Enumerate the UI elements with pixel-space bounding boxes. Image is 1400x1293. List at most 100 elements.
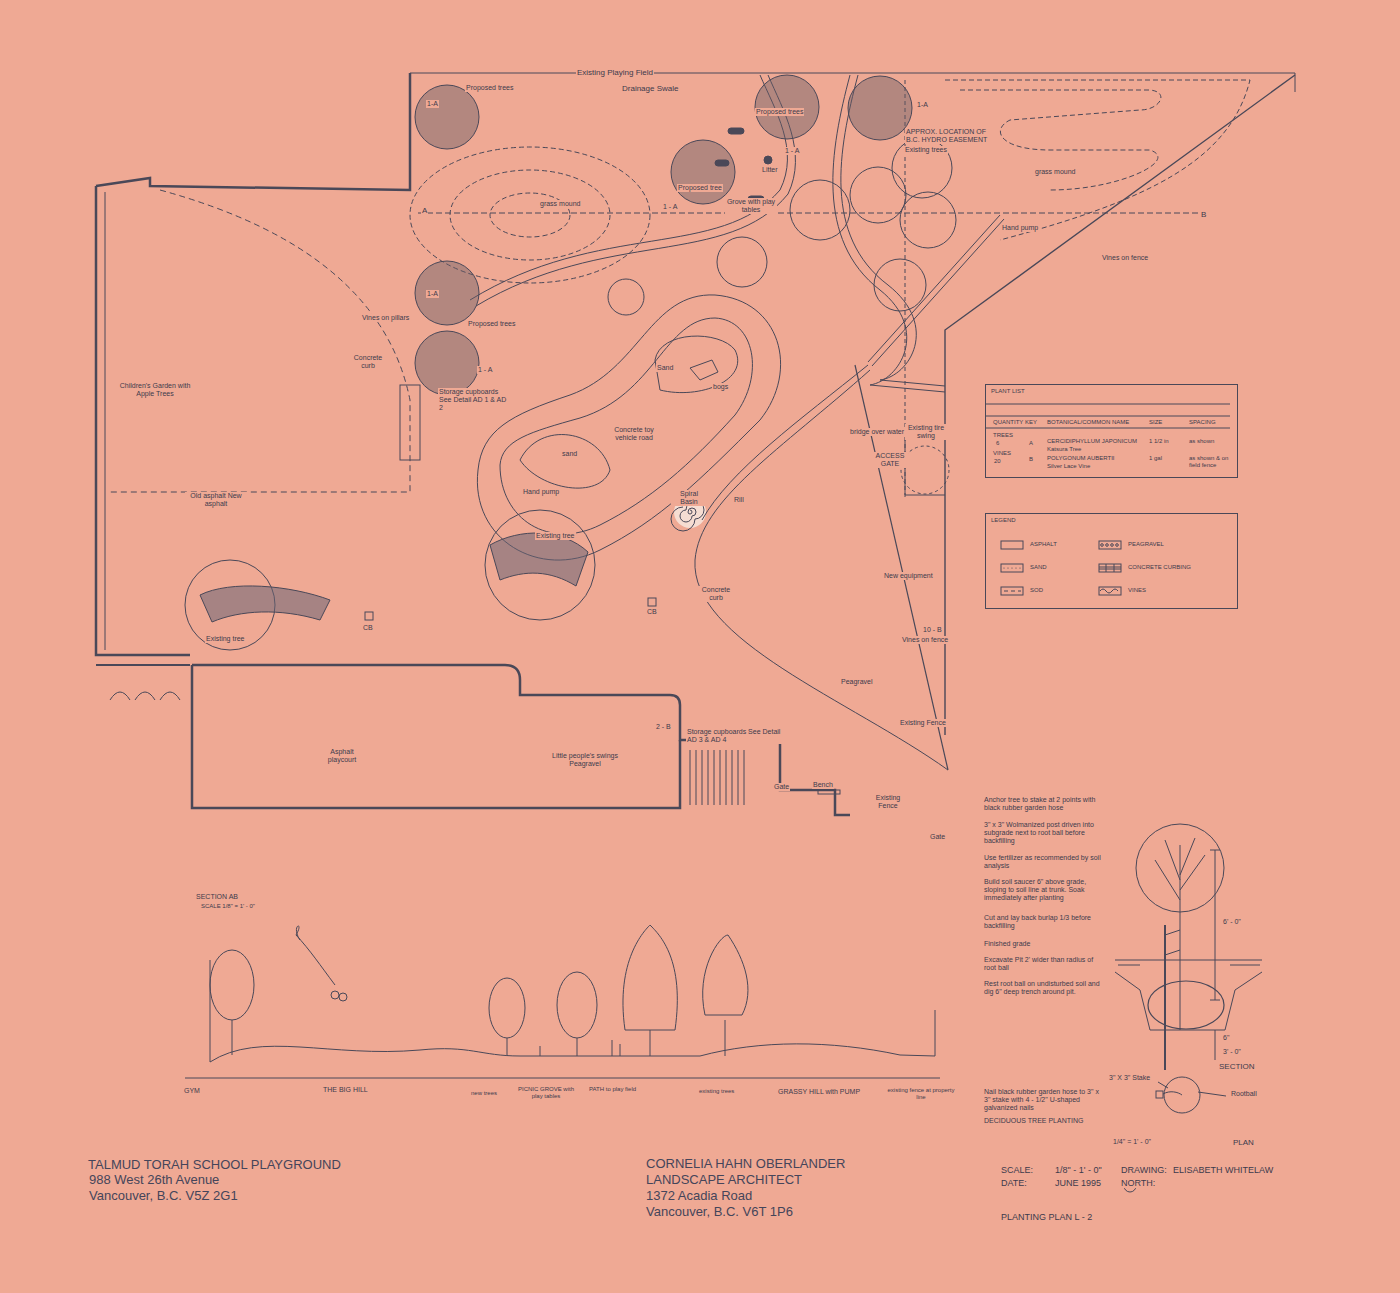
plan-label: 1 - A xyxy=(784,147,800,155)
plan-label: Concrete curb xyxy=(695,586,737,602)
table-cell: 1 1/2 in xyxy=(1148,438,1170,445)
planting-note: 3" x 3" Wolmanized post driven into subg… xyxy=(983,821,1103,845)
plan-label: Existing Playing Field xyxy=(576,68,654,77)
plan-label: Proposed tree xyxy=(677,184,723,192)
legend-text: CONCRETE CURBING xyxy=(1128,564,1191,570)
plan-label: Bench xyxy=(812,781,834,789)
title-block-text: DRAWING: xyxy=(1120,1165,1168,1175)
plan-label: 1-A xyxy=(426,290,439,298)
title-block-text: DATE: xyxy=(1000,1178,1028,1188)
legend-swatch xyxy=(1000,586,1024,596)
box-heading: PLANT LIST xyxy=(986,385,1237,397)
table-cell: BOTANICAL/COMMON NAME xyxy=(1046,419,1130,426)
title-block-text: CORNELIA HAHN OBERLANDER xyxy=(645,1157,846,1172)
plan-label: Sand xyxy=(656,364,674,372)
plan-label: Vines on fence xyxy=(901,636,949,644)
plan-label: bogs xyxy=(712,383,729,391)
plan-label: 1-A xyxy=(426,100,439,108)
title-block-text: Vancouver, B.C. V5Z 2G1 xyxy=(88,1189,239,1204)
plan-label: Rill xyxy=(733,496,745,504)
plan-label: Existing trees xyxy=(904,146,948,154)
plan-label: Peagravel xyxy=(840,678,874,686)
table-cell: SIZE xyxy=(1148,419,1163,426)
table-cell: A xyxy=(1028,440,1034,447)
planting-note: Build soil saucer 6" above grade, slopin… xyxy=(983,878,1103,902)
table-cell: B xyxy=(1028,456,1034,463)
table-cell: Katsura Tree xyxy=(1046,446,1082,453)
section-label: existing trees xyxy=(698,1088,735,1095)
plan-label: B xyxy=(1200,210,1207,219)
plan-label: grass mound xyxy=(1034,168,1076,176)
planting-note: 1/4" = 1' - 0" xyxy=(1112,1138,1152,1146)
plan-label: Storage cupboards See Detail AD 3 & AD 4 xyxy=(686,728,788,744)
plan-label: Concrete curb xyxy=(347,354,389,370)
section-label: THE BIG HILL xyxy=(322,1086,369,1094)
plan-label: Proposed trees xyxy=(465,84,514,92)
plan-label: CB xyxy=(362,624,374,632)
table-cell: 6 xyxy=(995,440,1000,447)
plan-label: Storage cupboards See Detail AD 1 & AD 2 xyxy=(438,388,512,412)
plan-label: Litter xyxy=(761,166,779,174)
title-block-text: 1/8" - 1' - 0" xyxy=(1054,1165,1103,1175)
plan-label: Vines on pillars xyxy=(361,314,410,322)
plan-label: 1 - A xyxy=(662,203,678,211)
section-label: existing fence at property line xyxy=(881,1087,961,1101)
plan-label: Existing tree xyxy=(205,635,246,643)
planting-note: DECIDUOUS TREE PLANTING xyxy=(983,1117,1084,1125)
table-cell: CERCIDIPHYLLUM JAPONICUM xyxy=(1046,438,1138,445)
plan-label: Drainage Swale xyxy=(621,84,679,93)
table-cell: 20 xyxy=(993,458,1002,465)
plan-label: 10 - B xyxy=(922,626,943,634)
section-label: GYM xyxy=(183,1087,201,1095)
plan-label: Asphalt playcourt xyxy=(317,748,367,764)
planting-note: 3" X 3" Stake xyxy=(1108,1074,1151,1082)
legend-text: PEAGRAVEL xyxy=(1128,541,1164,547)
plan-label: Children's Garden with Apple Trees xyxy=(114,382,196,398)
plan-label: New equipment xyxy=(883,572,934,580)
plan-label: Proposed trees xyxy=(755,108,804,116)
legend-swatch xyxy=(1098,563,1122,573)
section-label: PATH to play field xyxy=(588,1086,637,1093)
plan-label: CB xyxy=(646,608,658,616)
planting-note: Nail black rubber garden hose to 3" x 3"… xyxy=(983,1088,1107,1112)
plan-label: Gate xyxy=(929,833,946,841)
planting-note: Use fertilizer as recommended by soil an… xyxy=(983,854,1103,870)
section-label: PICNIC GROVE with play tables xyxy=(514,1086,578,1100)
plan-label: Existing Fence xyxy=(899,719,947,727)
table-cell: 1 gal xyxy=(1148,455,1163,462)
title-block-text: ELISABETH WHITELAW xyxy=(1172,1165,1274,1175)
plant-list-box: PLANT LIST xyxy=(985,384,1238,478)
plan-label: Existing tire swing xyxy=(905,424,947,440)
plan-label: 1 - A xyxy=(477,366,493,374)
title-block-text: 988 West 26th Avenue xyxy=(88,1173,220,1188)
planting-note: Finished grade xyxy=(983,940,1031,948)
box-heading: LEGEND xyxy=(986,514,1237,526)
planting-note: SECTION xyxy=(1218,1062,1256,1071)
legend-swatch xyxy=(1000,540,1024,550)
plan-label: Proposed trees xyxy=(467,320,516,328)
table-cell: KEY xyxy=(1024,419,1038,426)
section-label: new trees xyxy=(470,1090,498,1097)
title-block-text: SCALE: xyxy=(1000,1165,1034,1175)
legend-text: ASPHALT xyxy=(1030,541,1057,547)
plan-label: Gate xyxy=(773,783,790,791)
section-label: SCALE 1/8" = 1' - 0" xyxy=(200,903,256,910)
plan-label: Grove with play tables xyxy=(725,198,777,214)
title-block-text: 1372 Acadia Road xyxy=(645,1189,753,1204)
table-cell: VINES xyxy=(992,450,1012,457)
planting-note: Rest root ball on undisturbed soil and d… xyxy=(983,980,1103,996)
legend-text: SOD xyxy=(1030,587,1043,593)
table-cell: as shown & on field fence xyxy=(1188,455,1230,469)
planting-note: Anchor tree to stake at 2 points with bl… xyxy=(983,796,1103,812)
planting-note: Cut and lay back burlap 1/3 before backf… xyxy=(983,914,1103,930)
plan-label: Vines on fence xyxy=(1101,254,1149,262)
plan-label: Existing Fence xyxy=(865,794,911,810)
section-label: GRASSY HILL with PUMP xyxy=(777,1088,861,1096)
title-block-text: LANDSCAPE ARCHITECT xyxy=(645,1173,803,1188)
plan-label: APPROX. LOCATION OF B.C. HYDRO EASEMENT xyxy=(905,128,993,144)
table-cell: QUANTITY xyxy=(992,419,1024,426)
legend-text: VINES xyxy=(1128,587,1146,593)
legend-swatch xyxy=(1098,586,1122,596)
plan-label: A xyxy=(421,206,428,215)
plan-label: Spiral Basin xyxy=(671,490,707,506)
